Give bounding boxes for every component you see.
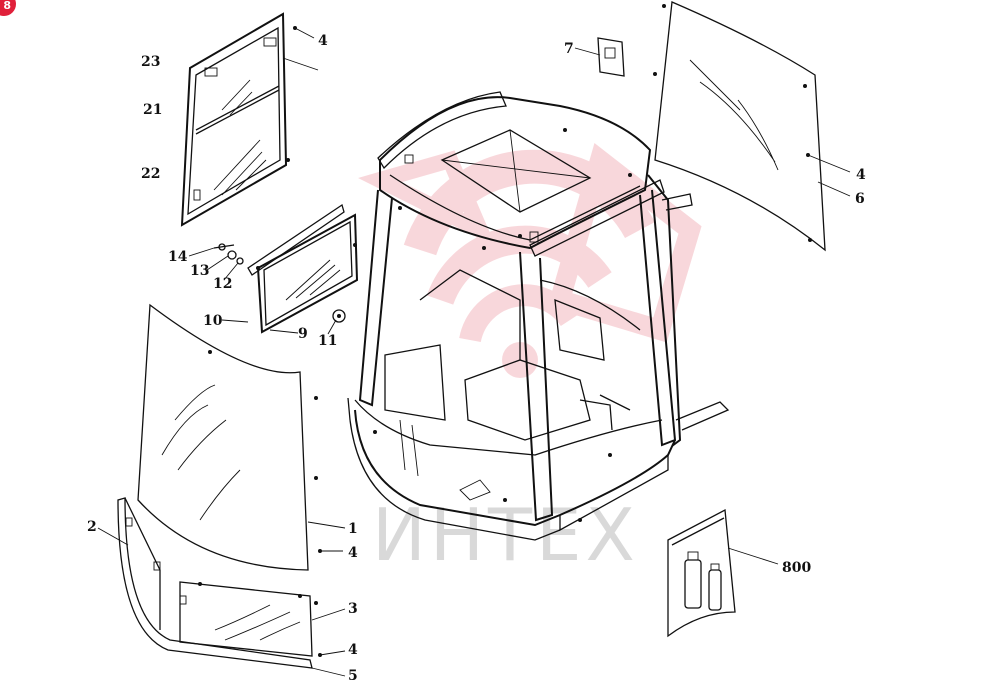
- callout-5: 5: [348, 668, 358, 684]
- watermark-text: ИНТЕХ: [372, 493, 639, 577]
- watermark-logo: [358, 143, 702, 378]
- cab-frame: [347, 91, 730, 541]
- page-badge: 8: [0, 0, 16, 16]
- callout-21: 21: [143, 102, 162, 118]
- decal: [574, 37, 625, 77]
- small-window: [221, 203, 359, 334]
- fasteners: [188, 243, 346, 335]
- rear-glass: [653, 1, 851, 252]
- callout-11: 11: [318, 333, 337, 349]
- callout-14: 14: [168, 249, 188, 265]
- callout-4-right: 4: [856, 167, 866, 183]
- callout-6: 6: [855, 191, 865, 207]
- callout-9: 9: [298, 326, 308, 342]
- callout-800: 800: [782, 560, 811, 576]
- callout-22: 22: [141, 166, 160, 182]
- callout-4-mid: 4: [348, 545, 358, 561]
- callout-labels: 23 21 22 4 7 4 6 14 13 12 10 9 11 2 1 4 …: [87, 33, 866, 684]
- door-window-frame: [180, 12, 319, 227]
- callout-4-bottom: 4: [348, 642, 358, 658]
- front-glass: [137, 303, 346, 571]
- callout-10: 10: [203, 313, 223, 329]
- callout-2: 2: [87, 519, 97, 535]
- callout-1: 1: [348, 521, 358, 537]
- callout-23: 23: [141, 54, 160, 70]
- callout-7: 7: [564, 41, 574, 57]
- callout-4-top: 4: [318, 33, 328, 49]
- callout-13: 13: [190, 263, 209, 279]
- kit-bag: [667, 508, 779, 638]
- lower-glass: [97, 497, 346, 677]
- callout-3: 3: [348, 601, 358, 617]
- callout-12: 12: [213, 276, 232, 292]
